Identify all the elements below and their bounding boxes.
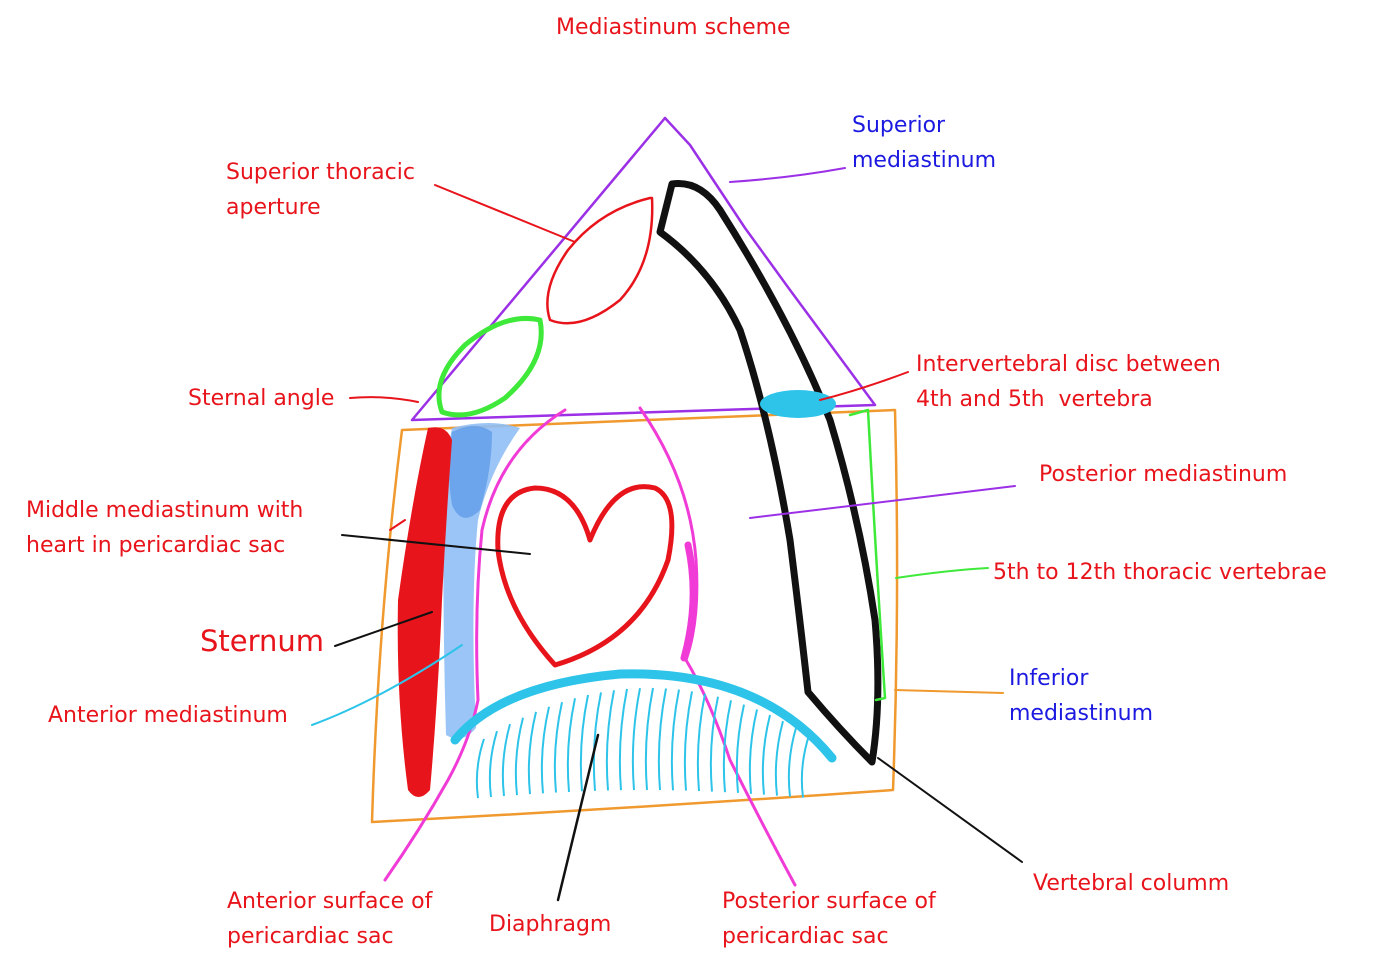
leader-thoracic-vertebrae (895, 567, 989, 579)
diaphragm-hatch-stroke (605, 690, 615, 791)
sternum-shape (397, 427, 452, 797)
diaphragm-hatch-stroke (735, 704, 745, 793)
label-middle-mediastinum: Middle mediastinum with heart in pericar… (26, 493, 303, 563)
leader-middle-mediastinum-tick (389, 519, 406, 531)
label-intervertebral-disc-line2: 4th and 5th vertebra (916, 387, 1153, 412)
anterior-pericardium-line (383, 408, 567, 882)
leader-diaphragm (556, 733, 600, 902)
label-posterior-mediastinum: Posterior mediastinum (1039, 462, 1288, 487)
superior-mediastinum-outline (410, 116, 877, 422)
leader-intervertebral-disc (819, 371, 909, 401)
label-superior-thoracic-aperture: Superior thoracic aperture (226, 155, 415, 225)
leader-superior-aperture (434, 184, 576, 243)
diaphragm-hatch-stroke (540, 706, 550, 794)
leader-vertebral-column (877, 757, 1023, 863)
diaphragm-hatch-stroke (657, 688, 667, 791)
label-intervertebral-disc: Intervertebral disc between 4th and 5th … (916, 347, 1221, 417)
label-superior-thoracic-aperture-line1: Superior thoracic (226, 160, 415, 185)
label-superior-mediastinum-line2: mediastinum (852, 148, 997, 173)
label-inferior-mediastinum: Inferior mediastinum (1009, 661, 1153, 731)
label-inferior-mediastinum-line2: mediastinum (1009, 701, 1154, 726)
vertebrae-bracket (848, 408, 887, 702)
diaphragm-hatch-stroke (644, 687, 654, 791)
anterior-mediastinum-upper-blob (449, 426, 492, 518)
diaphragm-hatch-stroke (709, 696, 719, 792)
diaphragm-hatch-stroke (774, 720, 784, 796)
label-sternum: Sternum (200, 624, 325, 658)
posterior-pericardium-thick (680, 541, 697, 662)
label-inferior-mediastinum-line1: Inferior (1009, 666, 1089, 691)
heart-shape (495, 484, 675, 668)
label-anterior-mediastinum: Anterior mediastinum (48, 703, 288, 728)
diaphragm-hatch-stroke (748, 709, 758, 794)
diaphragm-hatching (475, 687, 810, 799)
leader-superior-mediastinum (729, 167, 846, 183)
label-posterior-surface-line1: Posterior surface of (722, 889, 936, 914)
leader-inferior-mediastinum (894, 689, 1004, 694)
diaphragm-hatch-stroke (566, 698, 576, 792)
label-thoracic-vertebrae: 5th to 12th thoracic vertebrae (993, 560, 1327, 585)
diaphragm-hatch-stroke (553, 701, 563, 793)
label-anterior-surface-line1: Anterior surface of (227, 889, 433, 914)
diaphragm-dome (450, 669, 837, 763)
leader-sternum (334, 611, 433, 647)
posterior-pericardium-line (638, 406, 797, 887)
inferior-mediastinum-outline (370, 408, 899, 824)
diaphragm-hatch-stroke (800, 734, 810, 798)
superior-aperture-oval (546, 196, 654, 325)
intervertebral-disc-shape (760, 390, 836, 418)
aperture-green-oval (436, 315, 544, 418)
label-superior-mediastinum-line1: Superior (852, 113, 946, 138)
diaphragm-hatch-stroke (501, 723, 511, 797)
diaphragm-hatch-stroke (475, 738, 485, 799)
label-middle-mediastinum-line2: heart in pericardiac sac (26, 533, 286, 558)
label-posterior-surface: Posterior surface of pericardiac sac (722, 884, 936, 954)
diaphragm-hatch-stroke (488, 730, 498, 798)
diaphragm-hatch-stroke (592, 692, 602, 791)
diaphragm-hatch-stroke (683, 691, 693, 791)
label-vertebral-column: Vertebral columm (1033, 871, 1230, 896)
diaphragm-hatch-stroke (696, 693, 706, 792)
diaphragm-hatch-stroke (787, 727, 797, 797)
diaphragm-hatch-stroke (722, 700, 732, 793)
label-intervertebral-disc-line1: Intervertebral disc between (916, 352, 1221, 377)
diaphragm-hatch-stroke (514, 717, 524, 796)
label-anterior-surface-line2: pericardiac sac (227, 924, 394, 949)
diaphragm-hatch-stroke (579, 694, 589, 792)
label-superior-mediastinum: Superior mediastinum (852, 108, 996, 178)
label-superior-thoracic-aperture-line2: aperture (226, 195, 321, 220)
leader-sternal-angle (349, 396, 419, 403)
diaphragm-hatch-stroke (670, 689, 680, 791)
diagram-title: Mediastinum scheme (556, 15, 791, 40)
diaphragm-hatch-stroke (631, 688, 641, 791)
leader-anterior-mediastinum (311, 644, 463, 726)
diaphragm-hatch-stroke (618, 688, 628, 791)
diaphragm-hatch-stroke (527, 711, 537, 795)
label-middle-mediastinum-line1: Middle mediastinum with (26, 498, 304, 523)
label-diaphragm: Diaphragm (489, 912, 612, 937)
label-sternal-angle: Sternal angle (188, 386, 335, 411)
leader-posterior-mediastinum (749, 485, 1016, 519)
label-posterior-surface-line2: pericardiac sac (722, 924, 889, 949)
diaphragm-hatch-stroke (761, 714, 771, 795)
leader-middle-mediastinum (341, 534, 531, 555)
label-anterior-surface: Anterior surface of pericardiac sac (227, 884, 432, 954)
vertebral-column-shape (656, 180, 882, 766)
